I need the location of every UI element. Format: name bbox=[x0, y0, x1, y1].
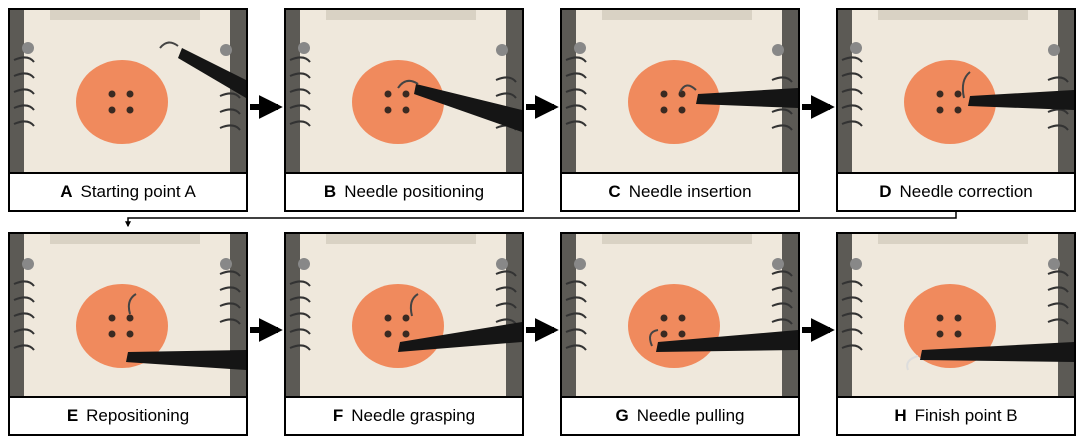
caption-g: G Needle pulling bbox=[562, 396, 798, 434]
panel-letter: F bbox=[332, 406, 344, 425]
panel-letter: A bbox=[60, 182, 73, 201]
panel-letter: C bbox=[608, 182, 621, 201]
panel-b: B Needle positioning bbox=[284, 8, 524, 212]
photo-h bbox=[838, 234, 1074, 398]
panel-g: G Needle pulling bbox=[560, 232, 800, 436]
panel-label: Needle positioning bbox=[344, 182, 485, 201]
panel-label: Finish point B bbox=[914, 406, 1018, 425]
panel-a: A Starting point A bbox=[8, 8, 248, 212]
panel-label: Starting point A bbox=[80, 182, 196, 201]
photo-b bbox=[286, 10, 522, 174]
photo-d bbox=[838, 10, 1074, 174]
panel-e: E Repositioning bbox=[8, 232, 248, 436]
caption-f: F Needle grasping bbox=[286, 396, 522, 434]
panel-letter: D bbox=[879, 182, 892, 201]
panel-label: Repositioning bbox=[86, 406, 190, 425]
panel-letter: E bbox=[66, 406, 79, 425]
arrow-d-to-e bbox=[125, 212, 957, 228]
panel-letter: B bbox=[323, 182, 337, 201]
caption-e: E Repositioning bbox=[10, 396, 246, 434]
photo-e bbox=[10, 234, 246, 398]
panel-label: Needle grasping bbox=[351, 406, 476, 425]
panel-d: D Needle correction bbox=[836, 8, 1076, 212]
caption-b: B Needle positioning bbox=[286, 172, 522, 210]
panel-label: Needle insertion bbox=[628, 182, 752, 201]
caption-h: H Finish point B bbox=[838, 396, 1074, 434]
panel-letter: G bbox=[615, 406, 629, 425]
panel-c: C Needle insertion bbox=[560, 8, 800, 212]
caption-a: A Starting point A bbox=[10, 172, 246, 210]
photo-g bbox=[562, 234, 798, 398]
photo-a bbox=[10, 10, 246, 174]
caption-c: C Needle insertion bbox=[562, 172, 798, 210]
caption-d: D Needle correction bbox=[838, 172, 1074, 210]
panel-label: Needle pulling bbox=[636, 406, 745, 425]
panel-f: F Needle grasping bbox=[284, 232, 524, 436]
panel-label: Needle correction bbox=[899, 182, 1033, 201]
panel-h: H Finish point B bbox=[836, 232, 1076, 436]
photo-f bbox=[286, 234, 522, 398]
panel-letter: H bbox=[894, 406, 907, 425]
photo-c bbox=[562, 10, 798, 174]
